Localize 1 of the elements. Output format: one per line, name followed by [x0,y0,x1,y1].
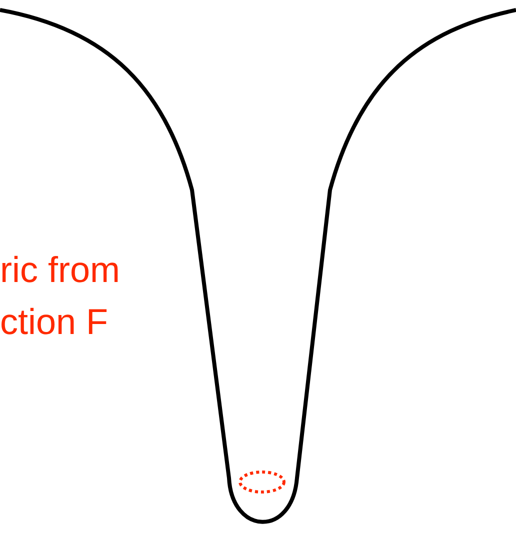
annotation-text: ric from ction F [0,248,121,344]
